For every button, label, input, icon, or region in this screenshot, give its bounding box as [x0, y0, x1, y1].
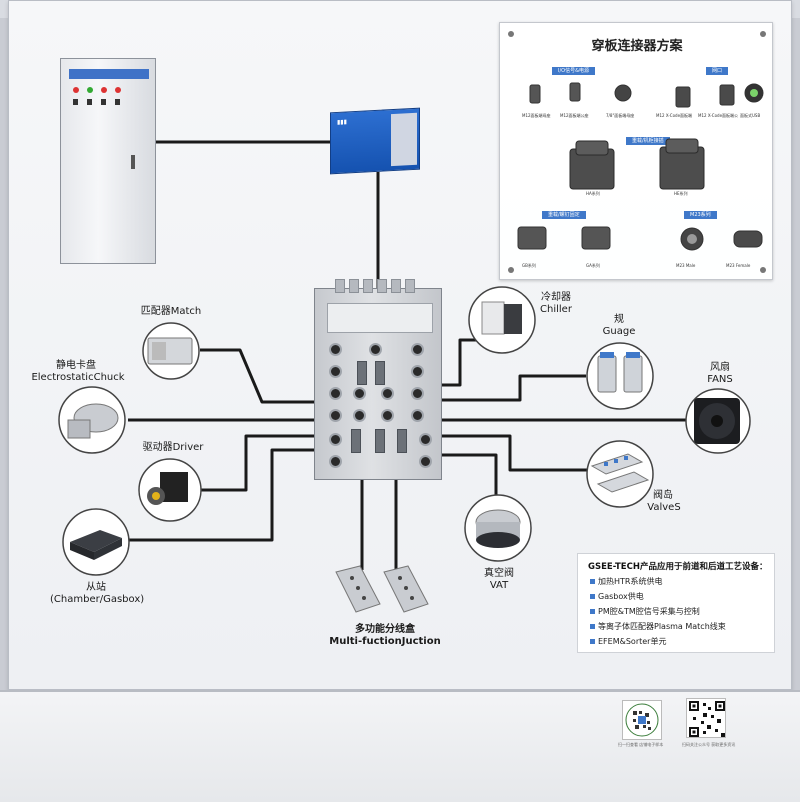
guage-device [586, 342, 654, 410]
label-match: 匹配器Match [140, 306, 202, 317]
info-item-4: 等离子体匹配器Plasma Match线束 [590, 621, 726, 632]
connector-caption-1: M12面板端母座 [522, 113, 551, 118]
info-item-2: Gasbox供电 [590, 591, 644, 602]
valves-device [586, 440, 654, 508]
qr-caption-right: 扫码关注公众号 获取更多资讯 [682, 742, 736, 747]
label-chamber-cn: 从站 [86, 582, 106, 593]
label-chiller-cn: 冷却器 [541, 292, 571, 303]
electrical-cabinet [60, 58, 156, 264]
qr-code-right [686, 698, 726, 738]
wire-driver [200, 434, 316, 492]
connector-caption-11: M23 Male [676, 263, 696, 268]
label-valves-cn: 阀岛 [653, 490, 673, 501]
psu-brand-mark: ▮▮▮ [337, 118, 347, 126]
connector-board: 穿板连接器方案 I/O信号&电源 网口 重载/机柜接插 重载/螺钉固定 M23系… [499, 22, 773, 280]
lower-wall-panel [0, 690, 800, 802]
wire-vat [440, 453, 498, 500]
label-junction-en: Multi-fuctionJuction [329, 636, 441, 647]
label-driver: 驱动器Driver [142, 442, 204, 453]
junction-boxes [335, 565, 429, 613]
chuck-device [58, 386, 126, 454]
group-tag-heavy-duty: 重载/机柜接插 [626, 137, 670, 145]
driver-device [138, 458, 202, 522]
qr-code-left [622, 700, 662, 740]
wire-valves [440, 434, 588, 472]
label-junction-cn: 多功能分线盒 [355, 624, 415, 635]
wire-match [200, 348, 316, 404]
wire-chamber [128, 448, 316, 542]
fans-device [685, 388, 751, 454]
info-title: GSEE-TECH产品应用于前道和后道工艺设备： [588, 562, 768, 572]
connector-caption-10: GA系列 [586, 263, 600, 268]
label-chuck-en: ElectrostaticChuck [31, 372, 125, 383]
connector-caption-8: HE系列 [674, 191, 688, 196]
group-tag-m23: M23系列 [684, 211, 717, 219]
connector-caption-3: 7/8"面板端母座 [606, 113, 635, 118]
power-supply: ▮▮▮ [330, 107, 420, 175]
label-guage-en: Guage [602, 326, 636, 337]
label-valves-en: ValveS [647, 502, 681, 513]
label-chuck-cn: 静电卡盘 [56, 360, 96, 371]
info-item-3: PM腔&TM腔信号采集与控制 [590, 606, 700, 617]
connector-caption-2: M12面板端公座 [560, 113, 589, 118]
label-chiller-en: Chiller [540, 304, 572, 315]
label-fans-en: FANS [707, 374, 733, 385]
connector-caption-9: GB系列 [522, 263, 536, 268]
info-item-1: 加热HTR系统供电 [590, 576, 662, 587]
qr-caption-left: 扫一扫查看 店铺电子样本 [618, 742, 664, 747]
connector-caption-5: M12 X-Code面板端公 [698, 113, 739, 118]
connector-board-title: 穿板连接器方案 [591, 39, 683, 54]
group-tag-ethernet: 网口 [706, 67, 729, 75]
label-vat-cn: 真空阀 [484, 568, 514, 579]
application-info-box: GSEE-TECH产品应用于前道和后道工艺设备： 加热HTR系统供电 Gasbo… [577, 553, 775, 653]
match-device [142, 322, 200, 380]
connector-caption-7: HA系列 [586, 191, 600, 196]
connector-row-3 [517, 226, 763, 251]
connector-row-2 [569, 138, 705, 190]
label-vat-en: VAT [489, 580, 509, 591]
info-item-5: EFEM&Sorter单元 [590, 636, 666, 647]
connector-caption-6: 面板式USB [740, 113, 761, 118]
connector-caption-12: M23 Female [726, 263, 751, 268]
wire-guage [440, 374, 586, 402]
chiller-device [468, 286, 536, 354]
label-fans-cn: 风扇 [710, 362, 730, 373]
central-distribution-box [314, 279, 442, 480]
connector-row-1 [529, 82, 764, 108]
chamber-device [62, 508, 130, 576]
group-tag-heavy-fix: 重载/螺钉固定 [542, 211, 586, 219]
vat-device [464, 494, 532, 562]
label-chamber-en: (Chamber/Gasbox) [50, 594, 145, 605]
group-tag-io-power: I/O信号&电源 [552, 67, 595, 75]
connector-caption-4: M12 X-Code面板端 [656, 113, 693, 118]
label-guage-cn: 规 [614, 314, 624, 325]
